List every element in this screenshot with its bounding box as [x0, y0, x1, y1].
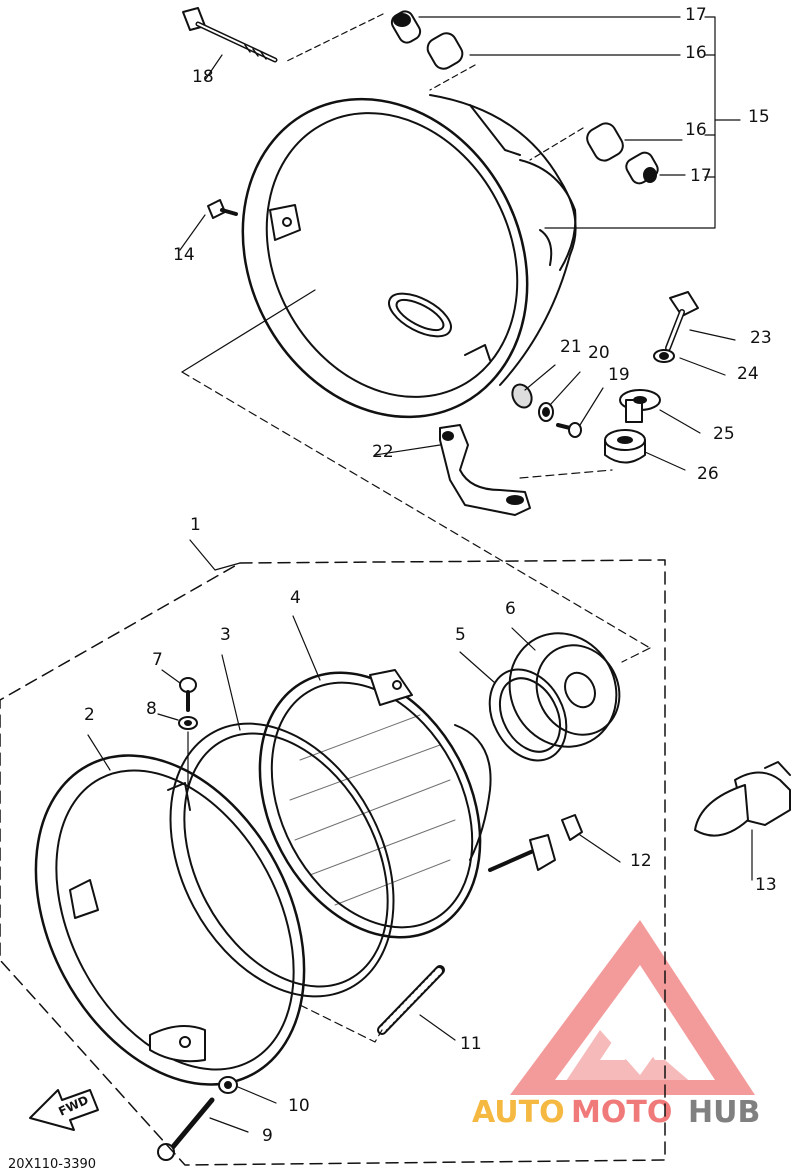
grommet-17-right	[625, 151, 659, 185]
bolt-23	[665, 291, 699, 351]
collar-25	[619, 389, 661, 423]
callout-c12: 12	[630, 851, 652, 871]
bulb-socket-5	[488, 668, 568, 762]
adjuster-12	[488, 814, 583, 872]
diagram-code: 20X110-3390	[8, 1157, 96, 1172]
callout-c16a: 16	[685, 43, 707, 63]
callout-c1: 1	[190, 515, 201, 535]
callout-c4: 4	[290, 588, 301, 608]
assembly-boundary-1	[0, 559, 666, 1166]
callout-c5: 5	[455, 625, 466, 645]
lens-unit-4	[258, 669, 492, 939]
callout-c15: 15	[748, 107, 770, 127]
bulb-cover-6	[508, 632, 621, 748]
watermark-moto: MOTO	[571, 1095, 672, 1130]
headlight-rim-2	[34, 754, 306, 1086]
watermark-text: AUTO MOTO HUB	[472, 1095, 760, 1130]
callout-c13: 13	[755, 875, 777, 895]
callout-c19: 19	[608, 365, 630, 385]
watermark-logo	[510, 920, 755, 1095]
bracket-22	[439, 424, 531, 516]
callout-c9: 9	[262, 1126, 273, 1146]
nut-10	[218, 1076, 238, 1094]
callout-c24: 24	[737, 364, 759, 384]
callout-layer: 1234567891011121314151616171718192021222…	[84, 5, 777, 1146]
callout-c20: 20	[588, 343, 610, 363]
leader-lines	[87, 13, 753, 1133]
callout-c22: 22	[372, 442, 394, 462]
rim-ring-3	[169, 722, 395, 998]
callout-c18: 18	[192, 67, 214, 87]
grommet-16-right	[586, 122, 624, 162]
callout-c21: 21	[560, 337, 582, 357]
callout-c7: 7	[152, 650, 163, 670]
callout-c17b: 17	[690, 166, 712, 186]
screw-19	[556, 422, 582, 438]
callout-c2: 2	[84, 705, 95, 725]
screw-7	[179, 677, 197, 712]
callout-c26: 26	[697, 464, 719, 484]
bulb-13	[694, 761, 791, 837]
grommet-26	[604, 429, 646, 464]
headlight-case	[241, 94, 577, 419]
fwd-arrow-icon	[29, 1089, 99, 1131]
callout-c10: 10	[288, 1096, 310, 1116]
screw-14	[207, 199, 238, 219]
watermark-auto: AUTO	[472, 1095, 565, 1130]
washer-20	[538, 402, 554, 422]
callout-c25: 25	[713, 424, 735, 444]
callout-c16b: 16	[685, 120, 707, 140]
washer-21	[511, 383, 533, 409]
screw-9	[157, 1097, 215, 1161]
callout-c11: 11	[460, 1034, 482, 1054]
spring-11	[377, 965, 445, 1035]
callout-c23: 23	[750, 328, 772, 348]
callout-c17a: 17	[685, 5, 707, 25]
callout-c6: 6	[505, 599, 516, 619]
grommet-17-top	[390, 10, 422, 44]
callout-c14: 14	[173, 245, 195, 265]
callout-c8: 8	[146, 699, 157, 719]
washer-24	[653, 349, 675, 363]
bolt-18	[182, 7, 278, 63]
grommet-16-top	[426, 32, 464, 70]
washer-8	[178, 716, 198, 730]
callout-c3: 3	[220, 625, 231, 645]
watermark-hub: HUB	[688, 1095, 760, 1130]
